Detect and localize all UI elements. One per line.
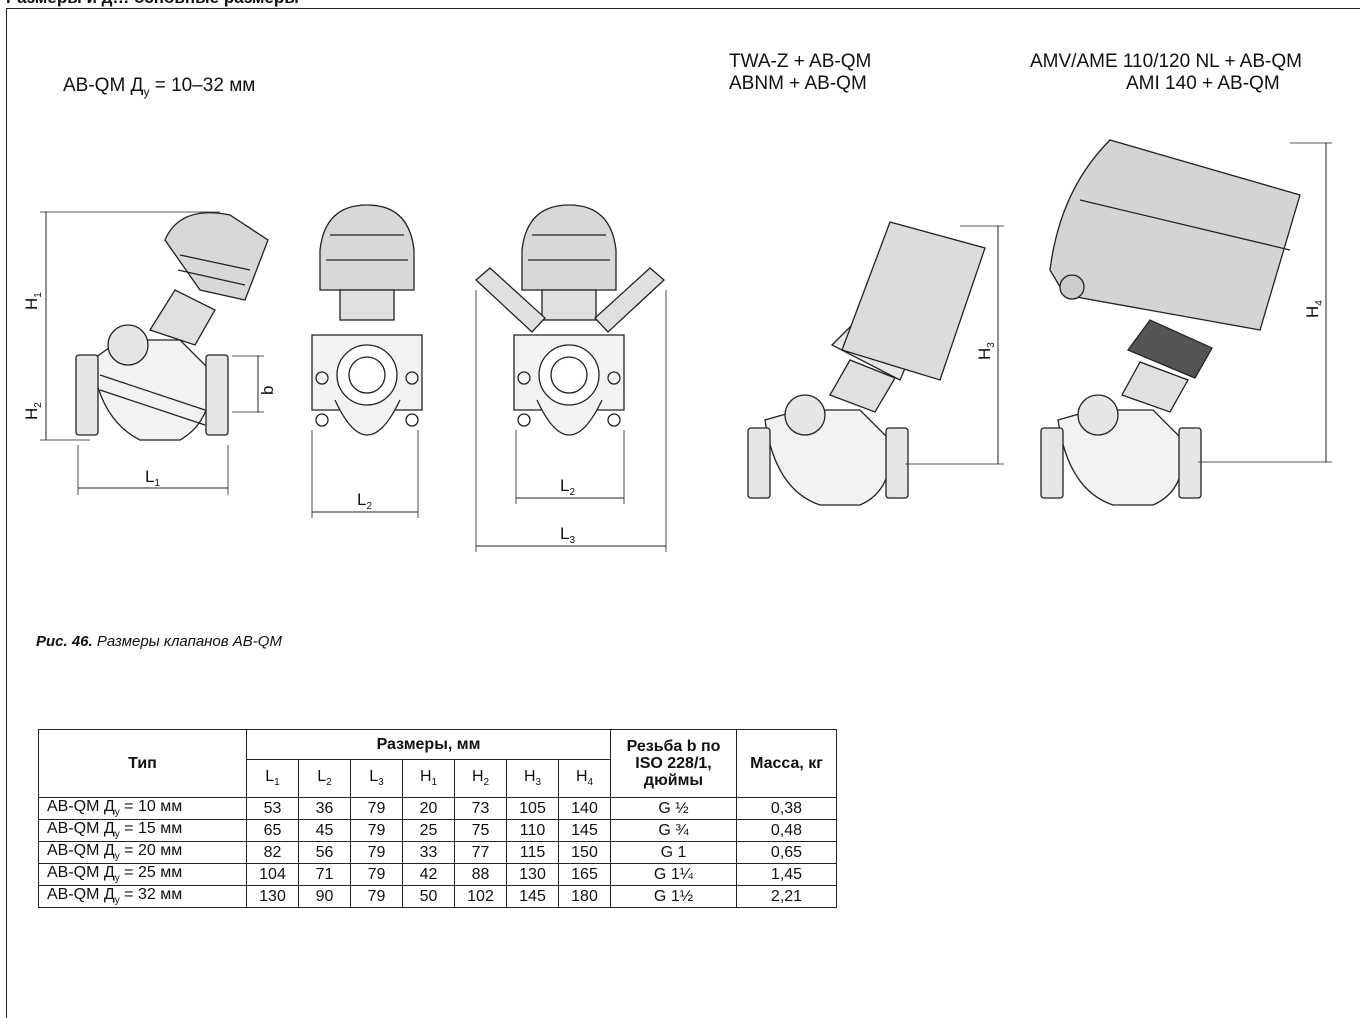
dim-h1: H1 [22,292,44,310]
cell-value: 130 [506,863,559,886]
valve-drawings: H1 H2 b L1 L2 [22,139,1332,552]
dim-h4: H4 [1303,300,1325,318]
subheader-l2: L2 [298,759,351,798]
header-mass: Масса, кг [736,729,837,798]
dim-b: b [258,386,277,395]
cell-value: 104 [246,863,299,886]
cell-value: 180 [558,885,611,908]
cell-value: 79 [350,819,403,842]
cell-value: 36 [298,797,351,820]
main-model-label: AB-QM Ду = 10–32 мм [63,75,256,99]
dim-h2: H2 [22,402,44,420]
cell-value: 115 [506,841,559,864]
cell-value: 79 [350,797,403,820]
cell-value: 71 [298,863,351,886]
cell-value: 56 [298,841,351,864]
combo2-label: AMV/AME 110/120 NL + AB-QM AMI 140 + AB-… [1030,51,1302,95]
header-thread: Резьба b по ISO 228/1, дюймы [610,729,737,798]
valve-amv-view [1040,139,1332,506]
valve-side-view [40,211,269,495]
cell-value: 53 [246,797,299,820]
dim-l2-front: L2 [357,490,372,512]
cell-value: 79 [350,841,403,864]
cell-value: 165 [558,863,611,886]
cell-type: AB-QM Ду = 25 мм [38,863,247,886]
cell-thread: G ¾ [610,819,737,842]
cell-value: 145 [506,885,559,908]
dim-l1: L1 [145,467,160,489]
dim-h3: H3 [975,342,997,360]
dim-l3: L3 [560,524,575,546]
header-dimensions: Размеры, мм [246,729,611,760]
cell-mass: 2,21 [736,885,837,908]
subheader-h4: H4 [558,759,611,798]
cell-mass: 0,48 [736,819,837,842]
cell-type: AB-QM Ду = 32 мм [38,885,247,908]
page-frame [6,8,1360,1018]
cell-mass: 0,65 [736,841,837,864]
subheader-h2: H2 [454,759,507,798]
cell-value: 77 [454,841,507,864]
combo2-line1: AMV/AME 110/120 NL + AB-QM [1030,51,1302,72]
cell-value: 150 [558,841,611,864]
cell-value: 145 [558,819,611,842]
header-type: Тип [38,729,247,798]
cell-value: 65 [246,819,299,842]
figure-caption: Рис. 46. Размеры клапанов AB-QM [36,633,282,650]
cell-value: 75 [454,819,507,842]
dimensions-table: Тип Размеры, мм Резьба b по ISO 228/1, д… [38,729,837,908]
dim-l2-ports: L2 [560,476,575,498]
cell-type: AB-QM Ду = 10 мм [38,797,247,820]
valve-front-ports-view [475,204,667,552]
cell-value: 73 [454,797,507,820]
cell-value: 110 [506,819,559,842]
cell-thread: G 1 [610,841,737,864]
cell-mass: 0,38 [736,797,837,820]
cell-value: 130 [246,885,299,908]
page-header-fragment: Размеры и д… основные размеры [6,0,299,8]
cell-mass: 1,45 [736,863,837,886]
cell-thread: G ½ [610,797,737,820]
cell-value: 82 [246,841,299,864]
valve-twa-view [747,221,1004,506]
cell-value: 90 [298,885,351,908]
subheader-h1: H1 [402,759,455,798]
cell-type: AB-QM Ду = 15 мм [38,819,247,842]
cell-value: 102 [454,885,507,908]
cell-value: 20 [402,797,455,820]
cell-value: 33 [402,841,455,864]
cell-type: AB-QM Ду = 20 мм [38,841,247,864]
cell-value: 42 [402,863,455,886]
cell-thread: G 1½ [610,885,737,908]
cell-value: 105 [506,797,559,820]
valve-front-view [311,204,423,518]
cell-value: 25 [402,819,455,842]
combo1-line1: TWA-Z + AB-QM [729,51,872,72]
cell-value: 140 [558,797,611,820]
subheader-l3: L3 [350,759,403,798]
cell-value: 45 [298,819,351,842]
subheader-l1: L1 [246,759,299,798]
cell-value: 79 [350,885,403,908]
combo1-line2: ABNM + AB-QM [729,73,867,94]
cell-value: 88 [454,863,507,886]
cell-value: 50 [402,885,455,908]
subheader-h3: H3 [506,759,559,798]
combo2-line2: AMI 140 + AB-QM [1126,73,1280,94]
cell-value: 79 [350,863,403,886]
combo1-label: TWA-Z + AB-QM ABNM + AB-QM [729,51,871,95]
cell-thread: G 1¼ [610,863,737,886]
